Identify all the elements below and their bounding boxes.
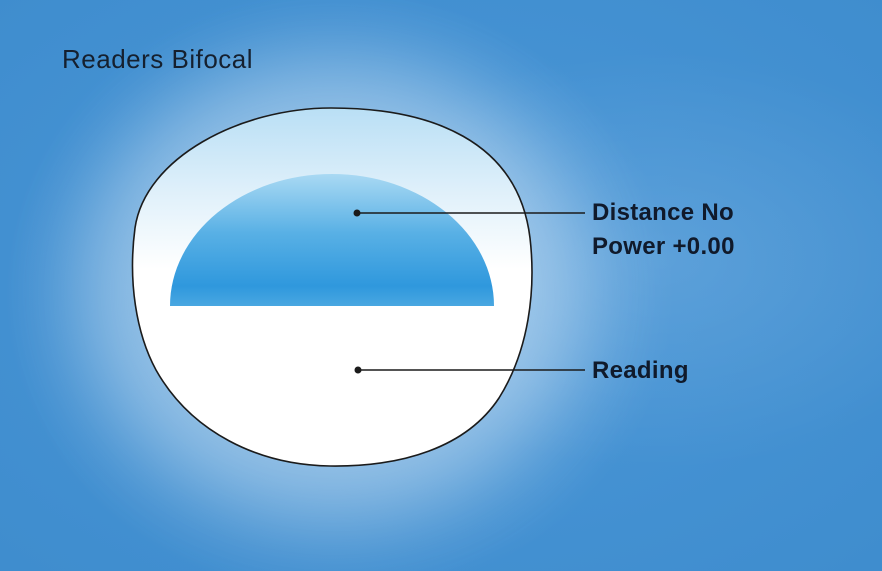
distance-label-line-2: Power +0.00 <box>592 233 735 260</box>
distance-label-line-1: Distance No <box>592 199 735 226</box>
diagram-title: Readers Bifocal <box>62 44 254 74</box>
reading-label: Reading <box>592 354 689 388</box>
reading-label-line-1: Reading <box>592 357 689 384</box>
reading-segment <box>170 174 494 306</box>
reading-callout-dot <box>354 366 362 374</box>
distance-callout-dot <box>353 209 361 217</box>
distance-label: Distance No Power +0.00 <box>592 196 735 264</box>
